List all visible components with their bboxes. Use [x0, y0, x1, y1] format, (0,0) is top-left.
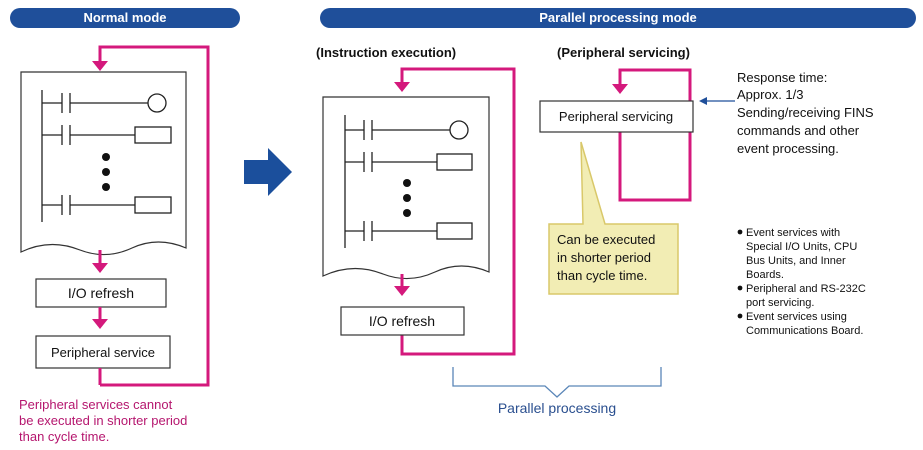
peripheral-servicing-loop — [618, 68, 692, 202]
bullet-dot — [737, 313, 743, 319]
bullet-item: Event services using Communications Boar… — [746, 311, 863, 337]
bullet-dot — [737, 285, 743, 291]
normal-io-refresh-box — [35, 278, 167, 308]
parallel-io-refresh-box — [340, 306, 465, 336]
normal-cycle-loop — [98, 45, 210, 387]
parallel-ladder-program — [322, 96, 490, 280]
normal-mode-note: Peripheral services cannot be executed i… — [19, 397, 191, 444]
callout-text: Can be executed in shorter period than c… — [557, 232, 659, 283]
parallel-processing-bracket — [452, 367, 662, 398]
instruction-execution-heading: (Instruction execution) — [316, 45, 456, 60]
event-services-bullet-list: Event services with Special I/O Units, C… — [737, 227, 869, 337]
bullet-item: Event services with Special I/O Units, C… — [746, 227, 860, 281]
normal-arrow-head-1 — [92, 263, 108, 273]
normal-mode-header — [10, 8, 240, 28]
response-time-text: Response time: Approx. 1/3 Sending/recei… — [737, 70, 877, 156]
parallel-io-refresh-label: I/O refresh — [369, 313, 435, 329]
parallel-ladder-ellipsis — [403, 179, 411, 217]
transition-arrow-icon — [244, 148, 292, 196]
parallel-mode-title: Parallel processing mode — [539, 10, 697, 25]
bullet-dot — [737, 229, 743, 235]
instruction-cycle-loop — [400, 67, 516, 356]
peripheral-loop-arrowhead — [612, 84, 628, 94]
peripheral-servicing-heading: (Peripheral servicing) — [557, 45, 690, 60]
normal-ladder-rungs — [41, 90, 172, 222]
normal-loop-arrowhead — [92, 61, 108, 71]
parallel-processing-label: Parallel processing — [498, 400, 616, 416]
instruction-loop-arrowhead — [394, 82, 410, 92]
normal-peripheral-service-label: Peripheral service — [51, 345, 155, 360]
parallel-arrow-head — [394, 286, 410, 296]
normal-ladder-program — [20, 71, 187, 256]
parallel-ladder-rungs — [344, 115, 473, 248]
normal-io-refresh-label: I/O refresh — [68, 285, 134, 301]
peripheral-servicing-box — [539, 100, 694, 133]
normal-mode-title: Normal mode — [83, 10, 166, 25]
shorter-period-callout — [548, 141, 679, 295]
normal-ladder-ellipsis — [102, 153, 110, 191]
normal-arrow-head-2 — [92, 319, 108, 329]
normal-peripheral-service-box — [35, 335, 171, 369]
parallel-mode-header — [320, 8, 916, 28]
bullet-item: Peripheral and RS-232C port servicing. — [746, 283, 869, 309]
response-pointer-arrowhead — [699, 97, 707, 105]
peripheral-servicing-label: Peripheral servicing — [559, 109, 673, 124]
